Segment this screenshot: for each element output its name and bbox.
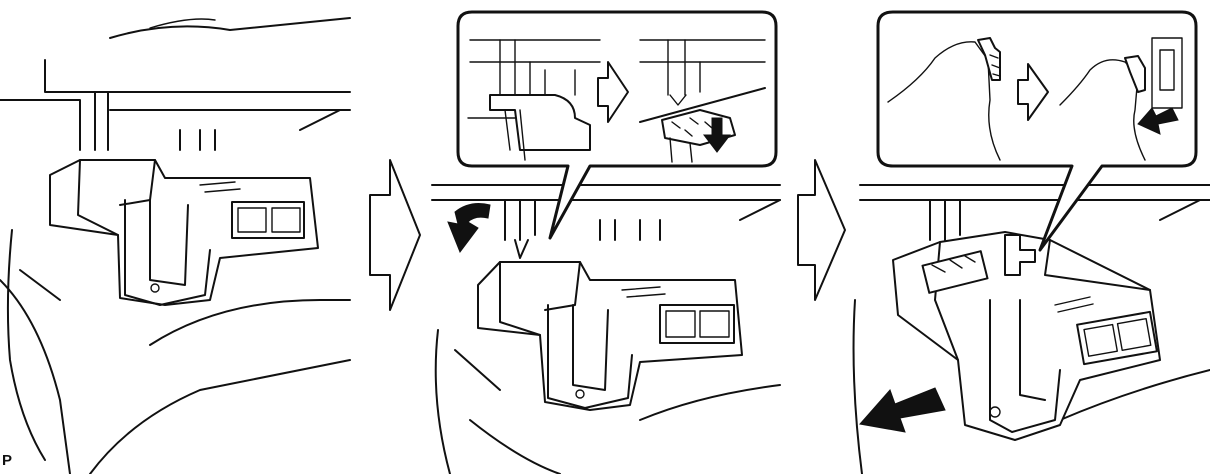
callout-bubble-pull xyxy=(876,10,1198,252)
callout-bubble-release xyxy=(456,10,778,240)
inset-pull-arrow xyxy=(1137,107,1179,135)
next-step-arrow-2 xyxy=(797,159,846,301)
panel-step-2 xyxy=(431,10,781,474)
panel-step-1 xyxy=(0,17,351,474)
inset-after xyxy=(639,39,766,163)
inset-next-arrow-2 xyxy=(1017,63,1049,121)
inset-claw-before xyxy=(887,37,1001,161)
figure-code: P xyxy=(2,452,13,469)
next-step-arrow xyxy=(369,159,421,311)
inset-next-arrow xyxy=(597,61,629,123)
pull-out-arrow xyxy=(859,387,946,433)
panel-step-3 xyxy=(852,10,1210,474)
inset-down-arrow xyxy=(702,117,732,153)
inset-claw-after xyxy=(1059,37,1183,161)
push-down-arrow xyxy=(447,203,491,254)
inset-before xyxy=(467,39,601,161)
